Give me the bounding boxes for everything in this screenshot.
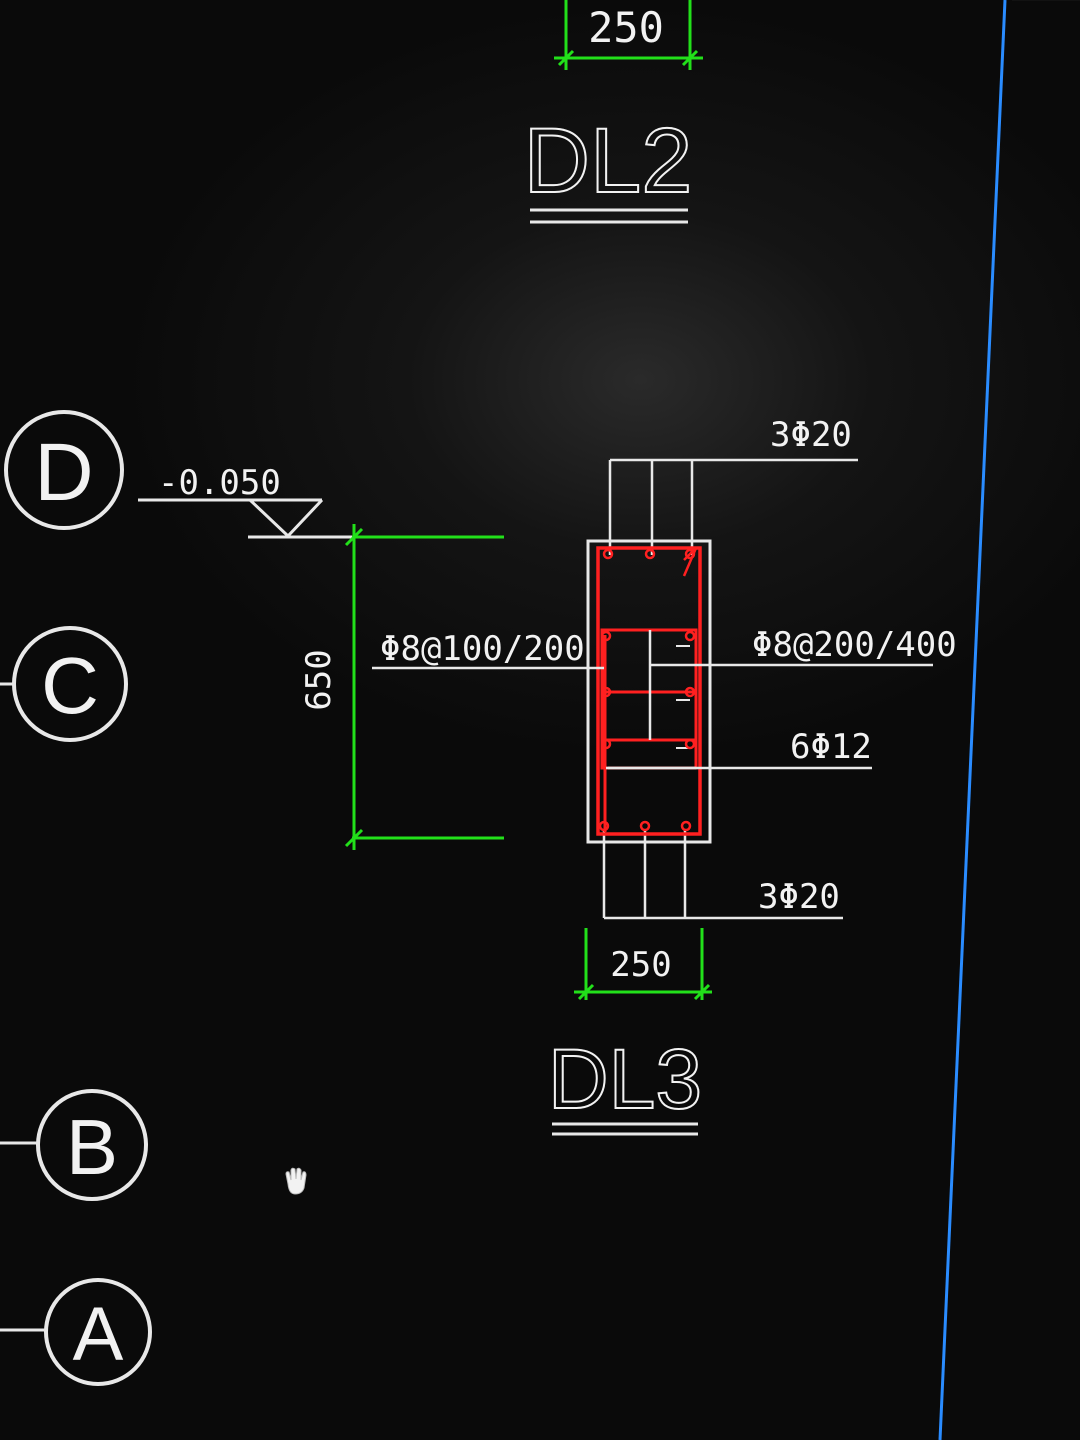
drawing-frame-border [938,0,1080,1440]
elevation-label: -0.050 [158,463,281,503]
dl2-section-title: DL2 [523,109,693,224]
dl3-beam-section[interactable] [372,458,933,920]
dl2-width-dimension: 250 [554,0,703,70]
dl2-title: DL2 [524,110,693,212]
dl3-bottom-bars-label: 3Φ20 [758,877,840,917]
axis-bubble-b[interactable]: B [0,1089,148,1201]
axis-label-a: A [73,1292,124,1377]
dl3-width-dimension: 250 [574,928,712,1001]
elevation-marker: -0.050 [138,463,352,539]
dl2-width-label: 250 [588,3,664,52]
axis-bubble-a[interactable]: A [0,1278,152,1386]
dl3-section-title: DL3 [547,1031,703,1136]
axis-bubble-d[interactable]: D [0,410,124,530]
dl3-stirrup-inner-label: Φ8@200/400 [752,625,957,665]
axis-label-c: C [41,641,99,730]
dl3-height-label: 650 [299,649,339,710]
dl3-width-label: 250 [610,945,671,985]
dl3-stirrup-outer-label: Φ8@100/200 [380,629,585,669]
dl3-title: DL3 [548,1032,702,1126]
axis-bubble-c[interactable]: C [0,626,128,742]
dl3-height-dimension: 650 [299,524,504,850]
pan-cursor-icon [285,1167,307,1195]
axis-label-d: D [34,427,93,518]
dl3-rebar-dots [598,548,696,832]
dl3-top-bars-label: 3Φ20 [770,415,852,455]
axis-label-b: B [66,1103,118,1191]
dl3-side-bars-label: 6Φ12 [790,727,872,767]
